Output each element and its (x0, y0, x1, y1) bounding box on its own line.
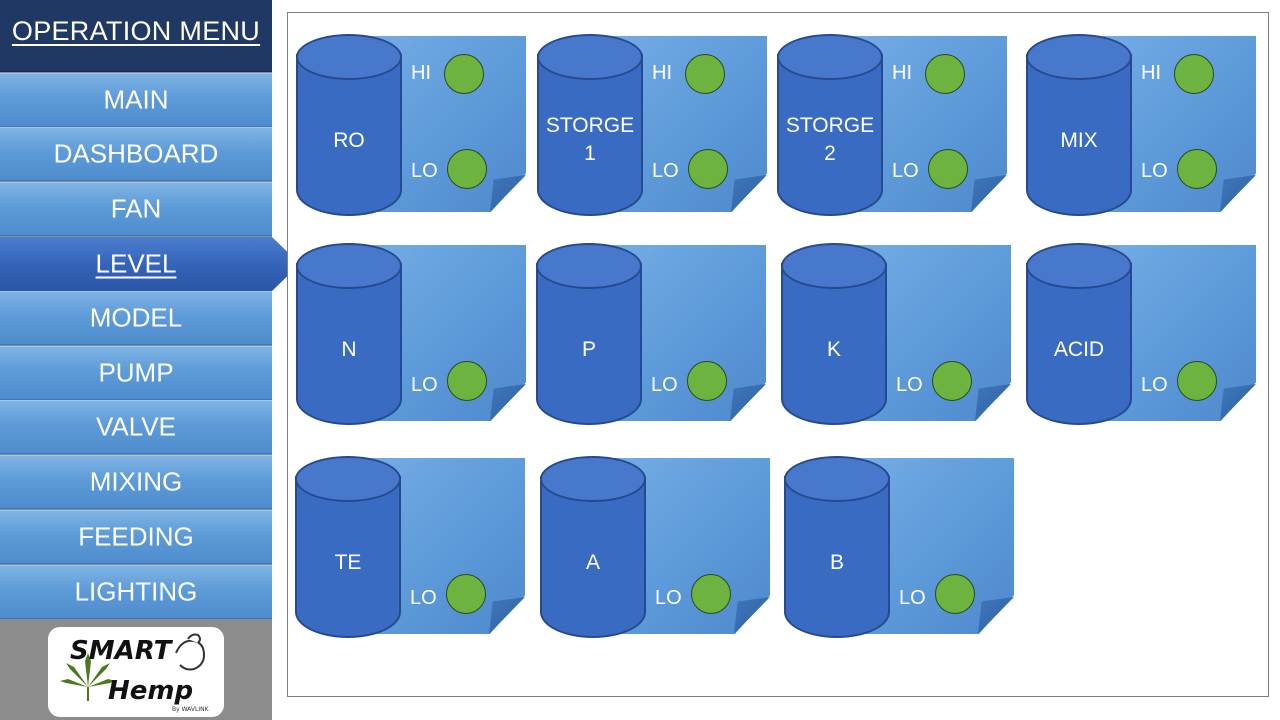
nav-item-mixing[interactable]: MIXING (0, 455, 272, 509)
tank-name: P (581, 338, 596, 361)
nav-item-dashboard[interactable]: DASHBOARD (0, 127, 272, 181)
lo-level-indicator (447, 149, 487, 189)
tank-tile-storge-1: STORGE 1 HI LO (537, 34, 769, 216)
nav-item-main[interactable]: MAIN (0, 73, 272, 127)
tank-tile-acid: ACID LO (1026, 243, 1258, 425)
nav-item-level[interactable]: LEVEL (0, 237, 300, 291)
lo-label: LO (651, 374, 678, 396)
lo-level-indicator (935, 574, 975, 614)
nav-item-label: LEVEL (95, 248, 177, 279)
hi-level-indicator (444, 54, 484, 94)
tank-cylinder-top (536, 243, 642, 289)
logo-line1: SMART (70, 636, 174, 666)
tank-name: A (585, 551, 600, 574)
tank-name: MIX (1060, 129, 1098, 152)
tank-tile-p: P LO (536, 243, 768, 425)
tank-name: STORGE 2 (785, 114, 875, 165)
nav-item-fan[interactable]: FAN (0, 182, 272, 236)
lo-level-indicator (932, 361, 972, 401)
tank-tile-a: A LO (540, 456, 772, 638)
nav-item-label: VALVE (96, 411, 176, 442)
tank-cylinder-top (540, 456, 646, 502)
nav-item-label: MODEL (89, 302, 183, 333)
tank-cylinder-top (296, 34, 402, 80)
tank-cylinder-top (1026, 243, 1132, 289)
tank-cylinder-top (537, 34, 643, 80)
lo-label: LO (892, 160, 919, 182)
nav-item-pump[interactable]: PUMP (0, 346, 272, 400)
lo-level-indicator (691, 574, 731, 614)
lo-label: LO (652, 160, 679, 182)
lo-level-indicator (1177, 149, 1217, 189)
lo-label: LO (1141, 374, 1168, 396)
hi-level-indicator (685, 54, 725, 94)
tank-tile-te: TE LO (295, 456, 527, 638)
tank-tile-n: N LO (296, 243, 528, 425)
lo-label: LO (410, 587, 437, 609)
nav-item-label: MIXING (89, 466, 183, 497)
lo-level-indicator (688, 149, 728, 189)
tank-name: STORGE 1 (545, 114, 635, 165)
tank-cylinder-top (295, 456, 401, 502)
tank-cylinder-top (781, 243, 887, 289)
hi-label: HI (411, 62, 431, 84)
hi-label: HI (1141, 62, 1161, 84)
menu-title: OPERATION MENU (0, 0, 272, 72)
lo-level-indicator (446, 574, 486, 614)
nav-item-label: PUMP (98, 357, 174, 388)
tank-name: K (826, 338, 841, 361)
logo-line2: Hemp (108, 676, 193, 706)
tank-cylinder-top (784, 456, 890, 502)
logo-tagline: By WAVLINK (172, 706, 210, 713)
nav-item-label: MAIN (103, 84, 169, 115)
tank-name: TE (334, 551, 362, 574)
tank-tile-k: K LO (781, 243, 1013, 425)
lo-label: LO (411, 160, 438, 182)
tank-tile-ro: RO HI LO (296, 34, 528, 216)
lo-label: LO (899, 587, 926, 609)
nav-item-feeding[interactable]: FEEDING (0, 510, 272, 564)
tank-cylinder-top (1026, 34, 1132, 80)
hi-label: HI (652, 62, 672, 84)
nav-item-model[interactable]: MODEL (0, 291, 272, 345)
hi-label: HI (892, 62, 912, 84)
nav-item-label: LIGHTING (74, 576, 198, 607)
lo-label: LO (1141, 160, 1168, 182)
hi-level-indicator (1174, 54, 1214, 94)
nav-item-label: FEEDING (78, 521, 194, 552)
tank-name: B (829, 551, 844, 574)
tank-name: RO (333, 129, 365, 152)
tank-cylinder-top (296, 243, 402, 289)
logo-graphic: SMART Hemp By WAVLINK (60, 633, 210, 713)
tank-tile-storge-2: STORGE 2 HI LO (777, 34, 1009, 216)
nav-item-label: FAN (110, 193, 162, 224)
nav-item-lighting[interactable]: LIGHTING (0, 565, 272, 619)
nav-item-label: DASHBOARD (53, 138, 219, 169)
nav-item-valve[interactable]: VALVE (0, 400, 272, 454)
smart-hemp-logo: SMART Hemp By WAVLINK (48, 627, 224, 717)
menu-title-text: OPERATION MENU (11, 16, 261, 46)
tank-name: N (341, 338, 357, 361)
tank-tile-mix: MIX HI LO (1026, 34, 1258, 216)
operation-menu-sidebar: OPERATION MENU MAIN DASHBOARD FAN LEVEL MODE… (0, 0, 300, 720)
lo-label: LO (655, 587, 682, 609)
lo-level-indicator (1177, 361, 1217, 401)
card-fold-corner (490, 175, 526, 212)
hi-level-indicator (925, 54, 965, 94)
tank-cylinder-top (777, 34, 883, 80)
tank-name: ACID (1053, 338, 1105, 361)
lo-level-indicator (447, 361, 487, 401)
lo-label: LO (896, 374, 923, 396)
lo-label: LO (411, 374, 438, 396)
lo-level-indicator (928, 149, 968, 189)
tank-tile-b: B LO (784, 456, 1016, 638)
lo-level-indicator (687, 361, 727, 401)
